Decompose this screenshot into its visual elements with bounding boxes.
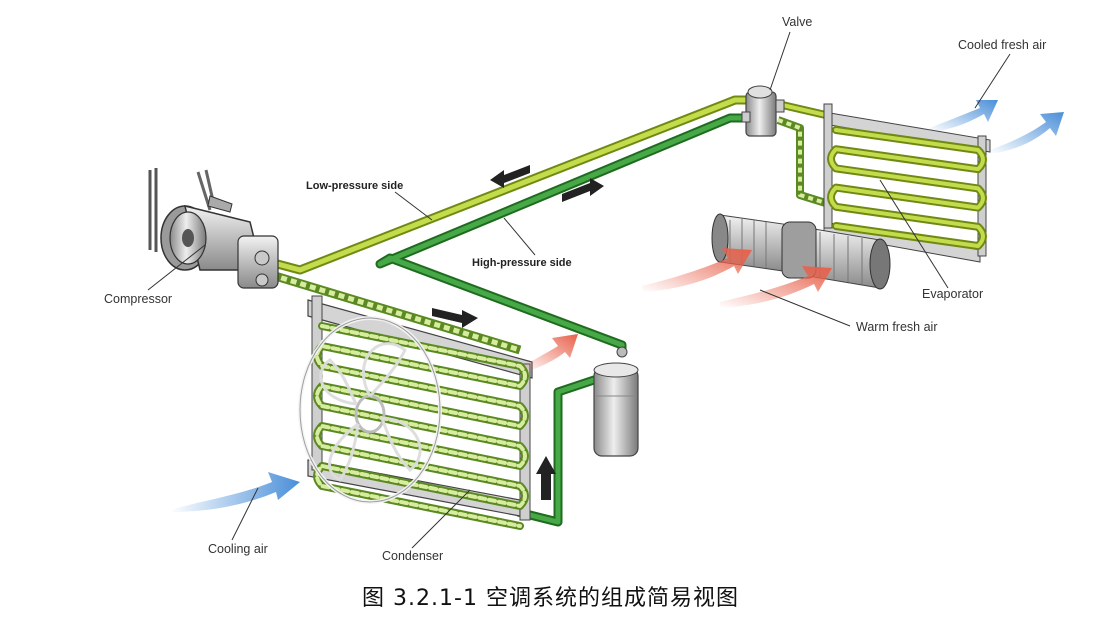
leader-lines [147, 31, 1011, 549]
label-warm-fresh-air: Warm fresh air [856, 320, 938, 334]
label-compressor: Compressor [104, 292, 172, 306]
cooling-air-arrow [170, 469, 300, 512]
warm-fresh-air-arrow-1 [642, 248, 752, 292]
condenser-fan [298, 316, 442, 504]
compressor [148, 168, 279, 289]
condenser [298, 295, 533, 530]
figure-caption: 图 3.2.1-1 空调系统的组成简易视图 [362, 586, 739, 611]
label-high-pressure-side: High-pressure side [472, 257, 572, 269]
low-pressure-line [268, 95, 752, 275]
flow-arrow-right [432, 308, 478, 328]
evaporator [823, 103, 991, 263]
label-valve: Valve [782, 15, 812, 29]
flow-arrow-right-up [562, 178, 604, 202]
valve-to-evaporator-line [776, 100, 834, 209]
flow-arrow-left [490, 165, 530, 188]
hot-air-out-arrow [524, 334, 578, 372]
label-evaporator: Evaporator [922, 287, 983, 301]
warm-fresh-air-arrow-2 [720, 266, 832, 308]
condenser-to-receiver-line [516, 373, 602, 527]
label-condenser: Condenser [382, 549, 443, 563]
high-pressure-line [375, 113, 752, 350]
label-cooling-air: Cooling air [208, 542, 268, 556]
expansion-valve [741, 85, 785, 137]
label-low-pressure-side: Low-pressure side [306, 180, 403, 192]
cooled-fresh-air-arrow-1 [930, 100, 998, 132]
coil-tube-core [829, 128, 985, 248]
flow-arrow-up [536, 456, 556, 500]
compressor-to-condenser-line [260, 267, 522, 355]
receiver-drier [593, 346, 639, 457]
cooled-fresh-air-arrow-2 [990, 112, 1064, 154]
label-cooled-fresh-air: Cooled fresh air [958, 38, 1046, 52]
